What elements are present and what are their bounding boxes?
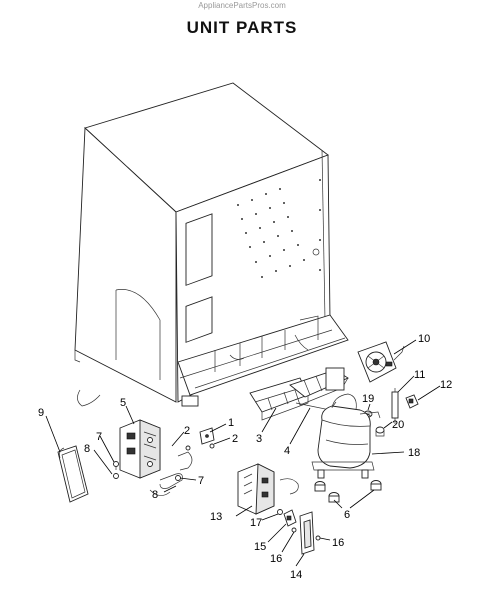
callout-10: 10 <box>418 333 430 345</box>
callout-3: 3 <box>256 433 262 445</box>
part-7-screw-b <box>175 475 181 481</box>
callout-7a: 7 <box>96 431 102 443</box>
callout-12: 12 <box>440 379 452 391</box>
callout-16b: 16 <box>332 537 344 549</box>
part-17-fastener <box>277 509 283 515</box>
cabinet <box>74 82 349 407</box>
callout-4: 4 <box>284 445 290 457</box>
callout-9: 9 <box>38 407 44 419</box>
callout-1: 1 <box>228 417 234 429</box>
watermark-text: AppliancePartsPros.com <box>198 1 286 10</box>
part-1-bracket <box>199 427 215 445</box>
callout-19: 19 <box>362 393 374 405</box>
callout-13: 13 <box>210 511 222 523</box>
callout-6: 6 <box>344 509 350 521</box>
part-6-mount-grommets <box>314 480 382 503</box>
callout-14: 14 <box>290 569 302 581</box>
part-5-control-box <box>119 419 161 479</box>
callout-8b: 8 <box>152 489 158 501</box>
callout-17: 17 <box>250 517 262 529</box>
part-13-electronic-module <box>237 463 299 515</box>
part-15-connector <box>283 509 297 527</box>
part-4-tray-ribbed <box>289 367 349 411</box>
part-20-clip <box>375 426 385 437</box>
diagram-title: UNIT PARTS <box>186 18 298 37</box>
part-10-condenser-fan <box>357 341 405 383</box>
callout-5: 5 <box>120 397 126 409</box>
callout-labels: 9 5 7 8 2 1 2 7 8 3 4 19 20 10 11 12 18 … <box>38 333 452 581</box>
callout-18: 18 <box>408 447 420 459</box>
callout-8a: 8 <box>84 443 90 455</box>
leader-lines <box>45 339 441 567</box>
part-8-clip-b <box>149 473 183 496</box>
part-8-clip-a <box>113 473 119 479</box>
part-11-filter-drier <box>391 388 399 424</box>
callout-20: 20 <box>392 419 404 431</box>
part-7-screw-a <box>113 461 119 470</box>
part-2-screws <box>185 443 215 451</box>
part-14-bracket <box>299 511 315 555</box>
callout-2b: 2 <box>232 433 238 445</box>
callout-15: 15 <box>254 541 266 553</box>
callout-11: 11 <box>414 369 425 381</box>
part-12-relay <box>405 394 419 409</box>
wire-harness <box>177 451 193 471</box>
part-18-compressor <box>311 393 381 479</box>
callout-2a: 2 <box>184 425 190 437</box>
callout-7b: 7 <box>198 475 204 487</box>
callout-16a: 16 <box>270 553 282 565</box>
